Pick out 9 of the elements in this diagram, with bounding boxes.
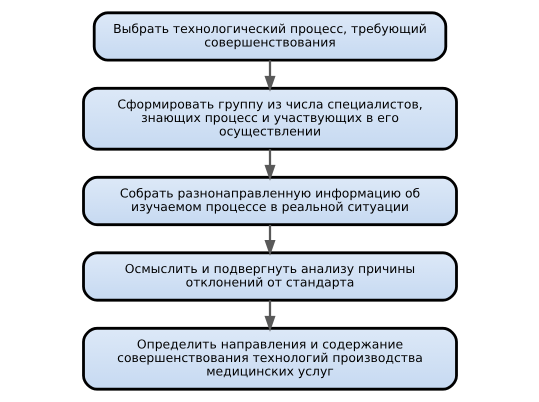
arrow — [264, 149, 276, 181]
node-box: Осмыслить и подвергнуть анализу причины отклонений от стандарта — [82, 251, 458, 302]
node-box: Выбрать технологический процесс, требующий совершенствования — [92, 11, 447, 62]
node-box: Сформировать группу из числа специалистов, знающих процесс и участвующих в его осуществлении — [82, 86, 458, 151]
arrow — [264, 224, 276, 256]
arrow — [264, 300, 276, 332]
node-box: Определить направления и содержание совершенствования технологий производства медицинских услуг — [82, 326, 458, 391]
node-box: Собрать разнонаправленную информацию об изучаемом процессе в реальной ситуации — [82, 176, 458, 226]
arrow — [264, 60, 276, 92]
